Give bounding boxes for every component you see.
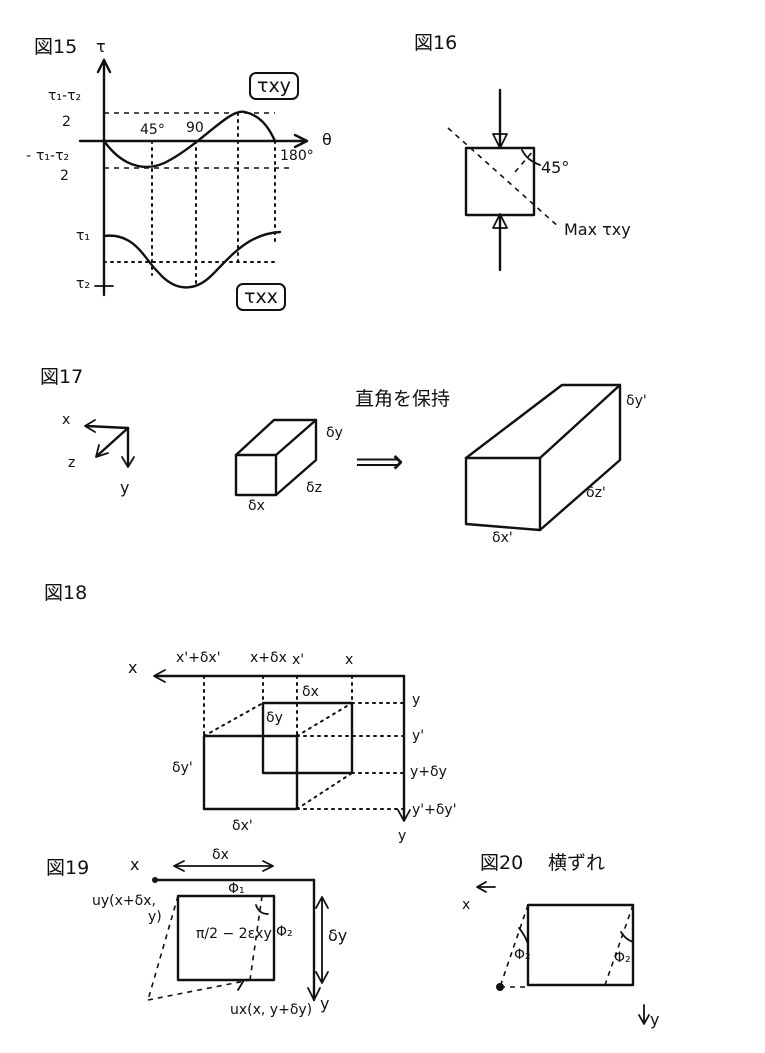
fig20-title: 図20 (480, 852, 524, 874)
fig19-x-axis-label: x (130, 855, 140, 874)
fig15-neg-denominator: 2 (60, 168, 69, 184)
fig15-theta-arrow (293, 133, 309, 149)
fig19-uy-label: uy(x+δx, (92, 893, 156, 909)
fig17-implies-arrow: ⟹ (355, 442, 404, 482)
fig17-large-dy: δy' (626, 393, 647, 409)
fig18-original-element (261, 701, 354, 775)
fig17-large-dz: δz' (586, 485, 606, 501)
fig15-tau-arrow (96, 58, 112, 74)
fig17-z-label: z (68, 455, 76, 471)
fig16-title: 図16 (414, 32, 458, 54)
fig20-x-label: x (462, 897, 471, 913)
fig15-title: 図15 (34, 36, 78, 58)
fig17-title: 図17 (40, 366, 84, 388)
fig20-caption: 横ずれ (548, 852, 606, 874)
fig19-element (176, 894, 276, 982)
fig15-tau1-label: τ₁ (76, 228, 91, 244)
fig18-y-axis-label: y (398, 828, 407, 844)
fig19-dx-label: δx (212, 847, 229, 863)
fig15-txx-curve (102, 230, 282, 289)
fig17-large-dx: δx' (492, 530, 513, 546)
fig17-small-dz: δz (306, 480, 322, 496)
fig15-tau2-label: τ₂ (76, 276, 91, 292)
fig15-tick-45: 45° (140, 122, 165, 138)
fig19-y-axis-label: y (320, 994, 330, 1013)
fig17-x-label: x (62, 412, 71, 428)
fig20-phi2-right-label: Φ₂ (614, 950, 631, 966)
fig15-pos-numerator: τ₁-τ₂ (48, 88, 82, 104)
fig18-dy-prime-label: δy' (172, 760, 193, 776)
fig17-small-dy: δy (326, 425, 343, 441)
fig15-theta-axis-label: θ (322, 130, 332, 149)
fig19-diagram (147, 860, 329, 1002)
fig15-txx-label: τxx (236, 283, 286, 311)
fig18-x-axis-label: x (128, 658, 138, 677)
fig18-y-label: y (412, 692, 421, 708)
fig19-angle-label: π/2 − 2εxy (196, 926, 272, 942)
fig16-angle-label: 45° (541, 158, 570, 177)
fig20-element (526, 903, 635, 987)
fig19-uy-label-2: y) (148, 909, 162, 925)
fig18-x-prime-label: x' (292, 652, 305, 668)
fig19-phi1-label: Φ₁ (228, 881, 245, 897)
fig18-dx-label: δx (302, 684, 319, 700)
fig18-dy-label: δy (266, 710, 283, 726)
fig19-title: 図19 (46, 857, 90, 879)
fig18-x-label: x (345, 652, 354, 668)
fig15-graph (78, 58, 309, 297)
fig15-neg-numerator: τ₁-τ₂ (36, 148, 70, 164)
fig16-top-arrow (492, 133, 508, 149)
fig18-x-plus-label: x+δx (250, 650, 287, 666)
fig17-y-label: y (120, 478, 130, 497)
fig19-dy-label: δy (328, 926, 348, 945)
fig17-small-dx: δx (248, 498, 265, 514)
fig18-y-prime-label: y' (412, 728, 425, 744)
fig18-diagram (153, 669, 411, 822)
fig16-element (464, 146, 536, 217)
fig15-txy-label: τxy (249, 72, 299, 100)
fig15-tick-90: 90 (186, 120, 204, 136)
fig15-txy-curve (102, 110, 277, 169)
fig20-phi2-left-label: Φ₂ (514, 947, 531, 963)
fig19-origin (152, 877, 158, 883)
fig19-ux-label: ux(x, y+δy) (230, 1002, 313, 1018)
fig19-phi2-label: Φ₂ (276, 924, 293, 940)
fig15-pos-denominator: 2 (62, 114, 71, 130)
fig16-max-txy-label: Max τxy (564, 220, 631, 239)
fig16-bottom-arrow (492, 213, 508, 229)
fig16-diagram (447, 88, 561, 272)
fig18-x-prime-plus-label: x'+δx' (176, 650, 221, 666)
fig17-axes (84, 419, 135, 468)
fig18-title: 図18 (44, 582, 88, 604)
fig18-dx-prime-label: δx' (232, 818, 253, 834)
fig18-y-plus-label: y+δy (410, 764, 447, 780)
fig15-tau-axis-label: τ (96, 37, 106, 56)
fig20-diagram (476, 881, 650, 1025)
fig15-tick-180: 180° (280, 148, 314, 164)
fig17-small-block (234, 418, 318, 497)
fig17-large-block (464, 383, 622, 532)
fig18-y-prime-plus-label: y'+δy' (412, 802, 457, 818)
fig17-caption: 直角を保持 (355, 388, 451, 410)
fig20-y-label: y (650, 1010, 660, 1029)
